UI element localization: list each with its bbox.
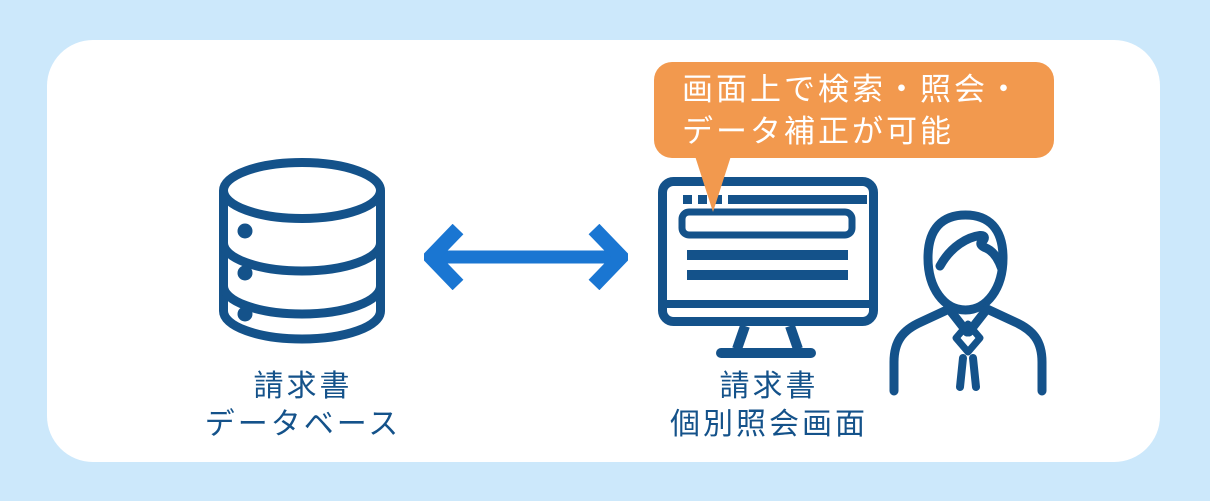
double-headed-arrow-icon (424, 224, 628, 290)
callout-line2: データ補正が可能 (682, 114, 954, 150)
monitor-icon (658, 177, 878, 358)
database-label-line1: 請求書 (253, 369, 353, 404)
screen-label: 請求書 個別照会画面 (599, 368, 939, 444)
person-icon (889, 210, 1047, 396)
callout-bubble: 画面上で検索・照会・ データ補正が可能 (654, 62, 1054, 212)
database-icon (219, 158, 385, 344)
database-label-line2: データベース (204, 407, 402, 442)
database-label: 請求書 データベース (133, 368, 473, 444)
screen-label-line2: 個別照会画面 (670, 407, 868, 442)
callout-tail-pointer (695, 156, 731, 212)
screen-label-line1: 請求書 (719, 369, 819, 404)
callout-line1: 画面上で検索・照会・ (682, 72, 1022, 108)
